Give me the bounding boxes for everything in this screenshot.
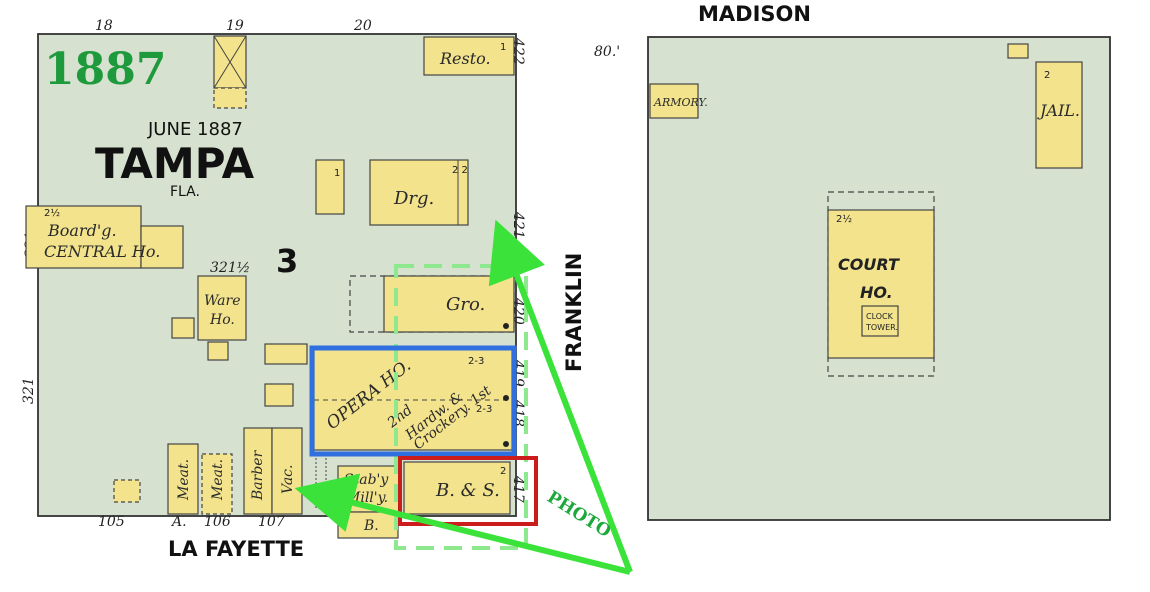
svg-text:2: 2 [500, 466, 506, 477]
label-court: COURT [838, 255, 900, 274]
building-small-north [315, 159, 345, 215]
lot-321: 321 [21, 377, 37, 404]
street-franklin: FRANKLIN [562, 253, 586, 372]
bs-highlight [398, 456, 538, 526]
label-gro: Gro. [446, 294, 485, 315]
label-ware: Ware [204, 293, 241, 309]
label-drg: Drg. [393, 188, 434, 209]
svg-text:2-3: 2-3 [468, 356, 484, 367]
block-number: 3 [276, 242, 298, 280]
building-meat-2: Meat. [201, 453, 233, 515]
lot-80: 80.' [594, 44, 620, 60]
building-small-ne [1007, 43, 1029, 59]
building-shed-4 [264, 383, 294, 407]
building-shed-3 [264, 343, 308, 365]
label-tower: TOWER. [865, 323, 898, 332]
svg-text:2½: 2½ [44, 207, 60, 219]
svg-text:2½: 2½ [836, 213, 852, 225]
lot-19: 19 [226, 18, 244, 34]
lot-321-half: 321½ [210, 260, 250, 276]
title-city: TAMPA [95, 139, 255, 188]
street-madison: MADISON [698, 2, 811, 26]
lot-a: A. [170, 514, 187, 530]
svg-text:1: 1 [500, 42, 506, 53]
svg-text:2: 2 [1044, 70, 1050, 81]
building-b: B. [337, 511, 399, 539]
building-shed-2 [207, 341, 229, 361]
svg-text:2 2: 2 2 [452, 165, 468, 176]
building-resto: Resto. 1 [423, 36, 515, 76]
opera-house-highlight [309, 345, 517, 457]
building-central-ho: Board'g. CENTRAL Ho. 2½ [25, 205, 184, 269]
label-meat-2: Meat. [210, 459, 226, 501]
building-court-ho: COURT HO. 2½ CLOCK TOWER. [827, 191, 935, 377]
building-armory: ARMORY. [649, 83, 708, 119]
photo-arrow-north [488, 219, 633, 574]
mark-1: 1 [334, 168, 340, 179]
lot-20: 20 [353, 18, 372, 34]
title-date: JUNE 1887 [147, 119, 243, 140]
lot-421: 421 [510, 211, 526, 239]
label-court-ho: HO. [860, 283, 893, 302]
building-meat-1: Meat. [167, 443, 199, 515]
label-clock: CLOCK [866, 312, 894, 321]
lot-106: 106 [204, 514, 231, 530]
label-central: CENTRAL Ho. [44, 242, 160, 261]
label-jail: JAIL. [1037, 101, 1080, 120]
street-lafayette: LA FAYETTE [168, 537, 304, 561]
building-lot-19 [213, 35, 247, 109]
label-boardg: Board'g. [47, 221, 117, 240]
label-ware-ho: Ho. [209, 312, 235, 328]
year-stamp: 1887 [44, 44, 166, 95]
label-vac: Vac. [280, 465, 296, 494]
lot-105: 105 [98, 514, 125, 530]
lot-107: 107 [258, 514, 285, 530]
label-barber: Barber [250, 449, 266, 501]
building-drg: Drg. 2 2 [369, 159, 469, 226]
building-ware-ho: Ware Ho. [197, 275, 247, 341]
label-resto: Resto. [439, 49, 491, 68]
building-jail: JAIL. 2 [1035, 61, 1083, 169]
label-b: B. [363, 518, 379, 534]
lot-417: 417 [510, 475, 526, 503]
building-opera-ho: OPERA HO. 2nd Hardw. & Crockery. 1st 2-3… [313, 347, 513, 453]
label-meat-1: Meat. [176, 459, 192, 501]
photo-area-dashed-box [394, 264, 528, 550]
building-shed-5 [113, 479, 141, 503]
photo-arrow-west [294, 473, 631, 575]
label-armory: ARMORY. [653, 96, 708, 109]
title-state: FLA. [170, 184, 200, 200]
building-bs: B. & S. 2 [403, 461, 511, 515]
building-barber: Barber [243, 427, 273, 515]
lot-18: 18 [95, 18, 113, 34]
label-stab: Stab'y [344, 472, 389, 488]
label-bs: B. & S. [435, 480, 500, 501]
svg-text:2-3: 2-3 [476, 404, 492, 415]
building-vac: Vac. [271, 427, 303, 515]
building-shed-1 [171, 317, 195, 339]
